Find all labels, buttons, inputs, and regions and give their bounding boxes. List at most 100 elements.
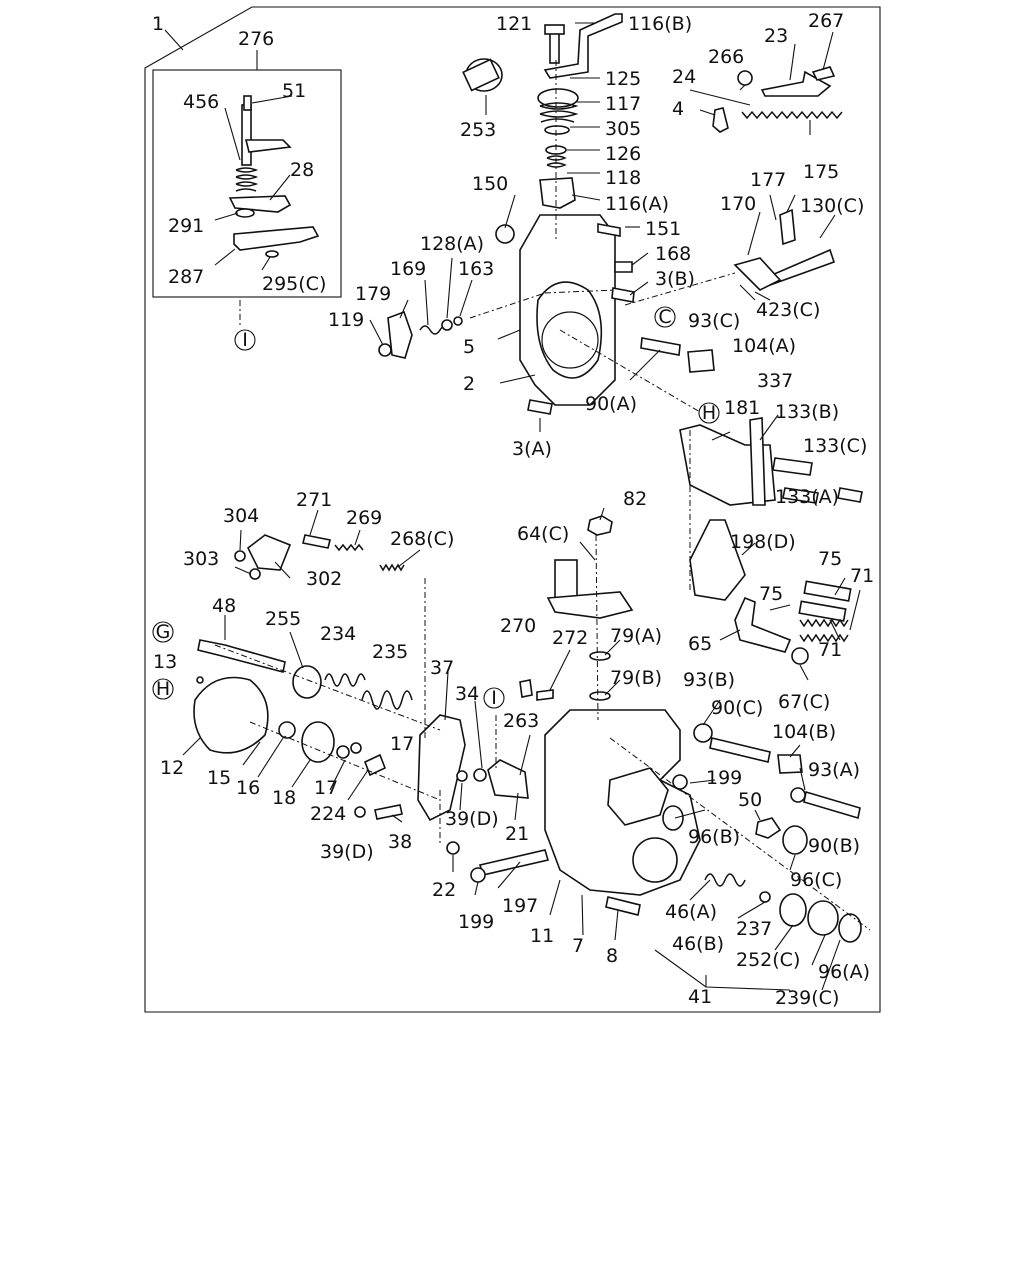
part-label: 64(C) [517, 523, 569, 545]
part-label: 268(C) [390, 528, 454, 550]
part-label: 38 [388, 831, 412, 853]
washer-93a [790, 787, 806, 803]
part-label: 4 [672, 98, 684, 120]
plug-239c [807, 900, 839, 936]
part-label: 302 [306, 568, 342, 590]
washer-304 [234, 550, 246, 562]
part-label: 2 [463, 373, 475, 395]
clip-39d-a [354, 806, 366, 818]
bracket-175 [779, 208, 796, 246]
marker-circle [152, 621, 174, 643]
part-label: 21 [505, 823, 529, 845]
part-label: 272 [552, 627, 588, 649]
part-label: 337 [757, 370, 793, 392]
left-governor-parts [378, 310, 463, 359]
bolt-93b [693, 723, 713, 743]
part-label: 305 [605, 118, 641, 140]
marker-G: G [156, 621, 171, 643]
part-label: 224 [310, 803, 346, 825]
lever-263 [487, 759, 529, 799]
body-boss [607, 767, 669, 826]
part-label: 46(B) [672, 933, 724, 955]
plug-104a [687, 349, 715, 373]
part-label: 116(A) [605, 193, 669, 215]
part-label: 235 [372, 641, 408, 663]
bolt-168 [614, 261, 633, 273]
inset-label: 456 [183, 91, 219, 113]
bolt-3b [611, 287, 635, 303]
inset-plate [233, 226, 320, 251]
plug-104b [777, 754, 803, 774]
part-label: 50 [738, 789, 762, 811]
governor-cover-parts [462, 13, 843, 209]
bracket-23 [760, 70, 832, 97]
part-label: 303 [183, 548, 219, 570]
spring-seat-125 [537, 88, 579, 108]
part-label: 163 [458, 258, 494, 280]
part-label: 3(B) [655, 268, 695, 290]
lever-116a [539, 177, 576, 209]
washer-128a [441, 319, 453, 331]
part-label: 3(A) [512, 438, 552, 460]
bolt-3a [527, 399, 553, 415]
part-label: 90(C) [711, 697, 763, 719]
governor-housing [495, 214, 715, 415]
inset-spring [235, 167, 259, 192]
bolt-90c [709, 737, 771, 763]
part-label: 90(B) [808, 835, 860, 857]
housing-flange [536, 281, 603, 379]
seat-255 [292, 665, 322, 699]
body-port [632, 837, 678, 883]
part-label: 67(C) [778, 691, 830, 713]
leader-lines [182, 22, 861, 991]
bolt-133c [837, 487, 863, 503]
housing-bore [541, 311, 599, 369]
bolt-133b [772, 457, 813, 476]
screw-272 [536, 689, 554, 701]
spring-71b [799, 633, 849, 643]
shaft-group [519, 515, 634, 701]
marker-H: H [156, 678, 170, 700]
sleeve-18 [301, 721, 335, 763]
bracket-assembly-337 [679, 417, 863, 601]
washer-17a [336, 745, 350, 759]
nut-82 [587, 515, 613, 536]
bolt-90b [803, 790, 861, 820]
cap-96a [838, 913, 862, 943]
part-label: 17 [390, 733, 414, 755]
part-label: 270 [500, 615, 536, 637]
part-label: 175 [803, 161, 839, 183]
part-label: 65 [688, 633, 712, 655]
inset-label: 287 [168, 266, 204, 288]
spring-235 [361, 690, 413, 710]
washer-17b [350, 742, 362, 754]
spring-46a [704, 873, 746, 887]
part-label: 16 [236, 777, 260, 799]
marker-I-inset: I [242, 329, 248, 351]
marker-circle [698, 402, 720, 424]
part-label: 11 [530, 925, 554, 947]
nut-50 [755, 817, 782, 839]
part-label: 168 [655, 243, 691, 265]
clip-224 [363, 753, 387, 777]
inset-shaft-thread [243, 95, 252, 111]
ring-96c [782, 825, 808, 855]
right-linkage [733, 208, 836, 291]
washer-46b [759, 891, 771, 903]
part-label: 234 [320, 623, 356, 645]
pin-38 [374, 804, 403, 820]
part-label: 93(C) [688, 310, 740, 332]
callout-leader-1 [164, 29, 184, 51]
part-label: 197 [502, 895, 538, 917]
inset-washer [235, 208, 255, 218]
ring-16 [278, 721, 296, 739]
part-label: 8 [606, 945, 618, 967]
part-labels: 1 276 456 51 28 291 287 295(C) 121 116(B… [152, 10, 874, 1009]
inset-shaft [241, 104, 252, 166]
piston-252c [779, 893, 807, 927]
part-label: 125 [605, 68, 641, 90]
shaft-48 [197, 639, 286, 673]
lever-170 [733, 257, 782, 291]
part-label: 267 [808, 10, 844, 32]
seal-96b [662, 805, 684, 831]
